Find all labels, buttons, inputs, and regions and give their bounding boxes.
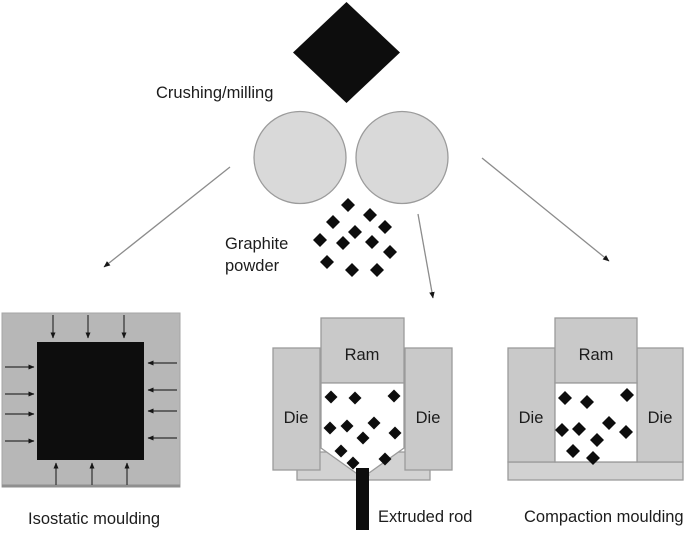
press-arrows xyxy=(5,315,177,485)
graphite-particle xyxy=(336,236,350,250)
graphite-particle xyxy=(602,416,616,430)
label-compaction-die-left: Die xyxy=(519,409,544,427)
graphite-particle xyxy=(334,444,348,458)
label-isostatic-moulding: Isostatic moulding xyxy=(28,510,160,528)
graphite-particle xyxy=(619,425,633,439)
powder-loose xyxy=(313,198,397,277)
isostatic-press xyxy=(1,312,181,488)
compaction-press: Ram Die Die xyxy=(507,317,684,481)
label-compaction-die-right: Die xyxy=(648,409,673,427)
crushing-roller-left xyxy=(253,110,347,205)
graphite-particle xyxy=(340,419,354,433)
compaction-base xyxy=(507,461,684,481)
graphite-particle xyxy=(555,423,569,437)
graphite-particle xyxy=(365,235,379,249)
compaction-die-right xyxy=(636,347,684,463)
graphite-particle xyxy=(378,452,392,466)
graphite-feed-block xyxy=(293,2,400,103)
compaction-die-left xyxy=(507,347,556,463)
flow-arrow xyxy=(417,213,435,299)
label-extrusion-die-left: Die xyxy=(284,409,309,427)
graphite-particle xyxy=(324,390,338,404)
graphite-particle xyxy=(356,431,370,445)
graphite-particle xyxy=(313,233,327,247)
graphite-particle xyxy=(620,388,634,402)
graphite-particle xyxy=(348,225,362,239)
powder-compaction xyxy=(555,388,634,465)
flow-arrows xyxy=(103,157,610,299)
extrusion-press: Ram Die Die xyxy=(272,317,453,530)
graphite-particle xyxy=(345,263,359,277)
label-extruded-rod: Extruded rod xyxy=(378,508,472,526)
graphite-particle xyxy=(378,220,392,234)
graphite-particle xyxy=(387,389,401,403)
graphite-particle xyxy=(348,391,362,405)
graphite-particle xyxy=(367,416,381,430)
label-extrusion-die-right: Die xyxy=(416,409,441,427)
graphite-particle xyxy=(590,433,604,447)
label-extrusion-ram: Ram xyxy=(345,346,380,364)
graphite-particle xyxy=(346,456,360,470)
graphite-particle xyxy=(558,391,572,405)
graphite-particle xyxy=(320,255,334,269)
graphite-particle xyxy=(566,444,580,458)
graphite-particle xyxy=(341,198,355,212)
graphite-particle xyxy=(580,395,594,409)
label-compaction-ram: Ram xyxy=(579,346,614,364)
graphite-particle xyxy=(326,215,340,229)
label-crushing-milling: Crushing/milling xyxy=(156,84,273,102)
graphite-particle xyxy=(586,451,600,465)
graphite-particle xyxy=(383,245,397,259)
crushing-roller-right xyxy=(355,110,449,205)
label-compaction-moulding: Compaction moulding xyxy=(524,508,684,526)
extrusion-die-left xyxy=(272,347,321,471)
extruded-rod xyxy=(356,468,369,530)
graphite-particle xyxy=(572,422,586,436)
flow-arrow xyxy=(103,166,231,268)
isostatic-billet xyxy=(37,342,144,460)
extrusion-die-right xyxy=(404,347,453,471)
flow-arrow xyxy=(481,157,610,262)
graphite-particle xyxy=(363,208,377,222)
graphite-particle xyxy=(323,421,337,435)
graphite-particle xyxy=(388,426,402,440)
graphite-particle xyxy=(370,263,384,277)
label-graphite-powder-line2: powder xyxy=(225,257,280,275)
powder-extrusion xyxy=(323,389,402,482)
label-graphite-powder-line1: Graphite xyxy=(225,235,288,253)
